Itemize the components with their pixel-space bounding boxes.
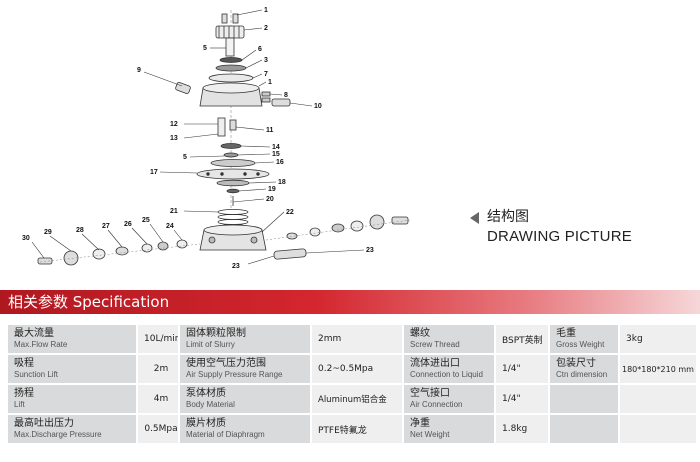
callout-number: 24	[166, 223, 174, 230]
spec-value: 0.2~0.5Mpa	[312, 355, 404, 385]
valve-stem-part	[217, 117, 226, 137]
callout-number: 28	[76, 227, 84, 234]
callout-number: 5	[203, 45, 207, 52]
spec-value: 0.5Mpa	[138, 415, 180, 445]
spec-value: PTFE特氟龙	[312, 415, 404, 445]
spec-value: Aluminum铝合金	[312, 385, 404, 415]
callout-number: 10	[314, 103, 322, 110]
spec-value: 180*180*210 mm	[620, 355, 698, 385]
callout-number: 5	[183, 154, 187, 161]
spec-value: BSPT英制	[496, 325, 550, 355]
spec-value: 1/4"	[496, 385, 550, 415]
exploded-drawing: 1 2 5 6 3 7 1 9 8 10 12 13 11 14 5 15 16…	[22, 7, 411, 270]
spec-value: 2mm	[312, 325, 404, 355]
callout-number: 14	[272, 144, 280, 151]
specification-header: 相关参数 Specification	[8, 293, 170, 311]
callout-number: 27	[102, 223, 110, 230]
callout-number: 25	[142, 217, 150, 224]
outlet-fitting-part	[273, 248, 307, 260]
spec-label-empty	[550, 385, 620, 415]
spec-value: 1.8kg	[496, 415, 550, 445]
fitting-part	[175, 82, 191, 94]
spec-value: 2m	[138, 355, 180, 385]
callout-number: 12	[170, 121, 178, 128]
spec-value: 10L/min	[138, 325, 180, 355]
callout-number: 3	[264, 57, 268, 64]
callout-number: 26	[124, 221, 132, 228]
callout-number: 6	[258, 46, 262, 53]
callout-number: 7	[264, 71, 268, 78]
callout-number: 19	[268, 186, 276, 193]
callout-number: 1	[264, 7, 268, 14]
drawing-title-cn: 结构图	[487, 209, 529, 225]
callout-number: 15	[272, 151, 280, 158]
shaft-part	[225, 37, 235, 57]
callout-number: 16	[276, 159, 284, 166]
spec-value-empty	[620, 415, 698, 445]
spec-value-empty	[620, 385, 698, 415]
callout-number: 1	[268, 79, 272, 86]
diaphragm-part	[196, 168, 270, 180]
callout-number: 11	[266, 127, 274, 134]
specification-header-bar: 相关参数 Specification	[0, 290, 700, 314]
spec-value: 3kg	[620, 325, 698, 355]
callout-number: 9	[137, 67, 141, 74]
screw-part	[221, 13, 228, 24]
callout-number: 23	[232, 263, 240, 270]
triangle-left-icon	[470, 212, 479, 224]
oring-part	[219, 57, 243, 63]
callout-number: 22	[286, 209, 294, 216]
spec-value: 1/4"	[496, 355, 550, 385]
callout-number: 30	[22, 235, 30, 242]
callout-number: 2	[264, 25, 268, 32]
cap-part	[215, 25, 245, 39]
callout-number: 8	[284, 92, 288, 99]
screw-part	[232, 13, 239, 24]
spec-value: 4m	[138, 385, 180, 415]
callout-number: 23	[366, 247, 374, 254]
drawing-title-en: DRAWING PICTURE	[487, 228, 632, 245]
disk-part	[210, 159, 256, 167]
fitting-part	[271, 98, 291, 107]
spec-label-empty	[550, 415, 620, 445]
callout-number: 17	[150, 169, 158, 176]
callout-number: 29	[44, 229, 52, 236]
callout-number: 18	[278, 179, 286, 186]
callout-number: 21	[170, 208, 178, 215]
callout-number: 13	[170, 135, 178, 142]
callout-number: 20	[266, 196, 274, 203]
washer-part	[215, 64, 247, 72]
